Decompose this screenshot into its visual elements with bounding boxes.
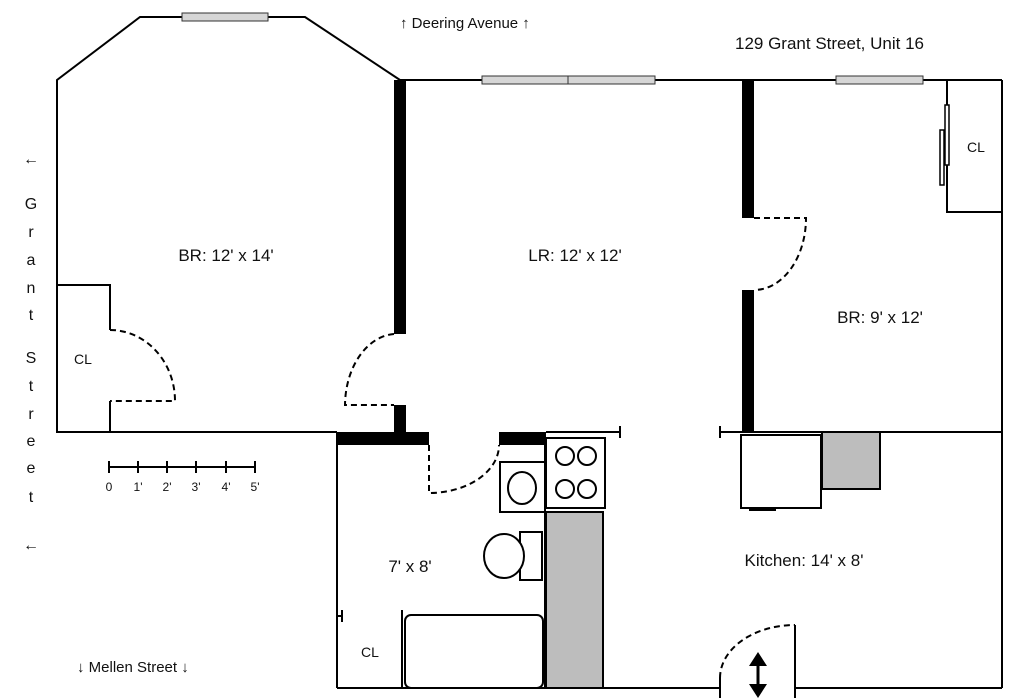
street-left-arrow-top: ← <box>23 151 39 168</box>
outer-walls <box>56 16 1003 698</box>
street-left-letter: t <box>29 489 34 506</box>
burner-2 <box>577 446 597 466</box>
street-left: ← G r a n t S t r e e t ← <box>23 151 39 554</box>
room-label-kitchen: Kitchen: 14' x 8' <box>745 551 864 570</box>
street-left-letter: t <box>29 307 34 324</box>
door-left-closet <box>109 329 177 402</box>
street-left-letter: e <box>27 433 36 450</box>
street-bottom: ↓ Mellen Street ↓ <box>77 659 189 676</box>
scale-label-2: 2' <box>163 480 172 494</box>
door-entry <box>719 624 796 679</box>
door-lr-bedroom-left <box>343 333 395 406</box>
left-bedroom-outline <box>56 16 401 433</box>
closet-door-panel-1 <box>939 129 945 186</box>
left-closet-wall <box>57 284 111 330</box>
toilet-bowl <box>483 533 525 579</box>
door-right-bedroom <box>753 217 808 291</box>
scale-label-5: 5' <box>251 480 260 494</box>
closet-label-right: CL <box>967 139 985 155</box>
window-left-bedroom <box>181 12 269 22</box>
wall-bath-north-left <box>337 432 429 445</box>
closet-sliding-door <box>939 104 950 186</box>
room-label-bathroom: 7' x 8' <box>388 557 431 576</box>
wall-br-lr-upper <box>394 80 406 334</box>
windows <box>181 12 924 85</box>
stove <box>545 437 606 509</box>
street-left-letter: e <box>27 460 36 477</box>
kitchen-counter-left <box>545 511 604 689</box>
closet-label-left: CL <box>74 351 92 367</box>
closet-door-panel-2 <box>944 104 950 166</box>
street-left-letter: S <box>26 350 37 367</box>
street-top: ↑ Deering Avenue ↑ <box>400 15 530 32</box>
room-label-living-room: LR: 12' x 12' <box>528 246 621 265</box>
room-label-bedroom-left: BR: 12' x 14' <box>178 246 273 265</box>
wall-lr-br-upper <box>742 80 754 218</box>
window-right-bedroom <box>835 75 924 85</box>
street-left-letter: a <box>27 252 36 269</box>
counters <box>545 431 881 689</box>
street-left-letter: r <box>28 224 34 241</box>
kitchen-counter-right <box>821 431 881 490</box>
scale-labels: 0 1' 2' 3' 4' 5' <box>106 480 260 494</box>
room-label-bedroom-right: BR: 9' x 12' <box>837 308 923 327</box>
street-left-letter: r <box>28 406 34 423</box>
entry-arrow-down-icon <box>749 684 767 698</box>
scale-bar <box>108 461 256 473</box>
scale-label-1: 1' <box>134 480 143 494</box>
street-left-arrow-bottom: ← <box>23 537 39 554</box>
burner-3 <box>555 479 575 499</box>
sink-basin <box>507 471 537 505</box>
window-living-room-2 <box>567 75 656 85</box>
wall-lr-br-lower <box>742 290 754 432</box>
street-left-letter: n <box>27 280 36 297</box>
refrigerator-handle <box>749 507 776 511</box>
page-title: 129 Grant Street, Unit 16 <box>735 34 924 53</box>
fixtures <box>404 434 822 689</box>
entry-arrow <box>749 652 767 698</box>
wall-bath-north-right <box>499 432 546 445</box>
scale-label-3: 3' <box>192 480 201 494</box>
closet-label-bath: CL <box>361 644 379 660</box>
interior-walls <box>337 80 754 445</box>
scale-label-4: 4' <box>222 480 231 494</box>
entry-arrow-up-icon <box>749 652 767 666</box>
window-living-room-1 <box>481 75 569 85</box>
interior-thin-walls <box>57 80 1002 688</box>
street-left-letter: t <box>29 378 34 395</box>
doors <box>109 217 808 679</box>
burner-1 <box>555 446 575 466</box>
door-bathroom <box>428 444 500 495</box>
burner-4 <box>577 479 597 499</box>
street-left-letter: G <box>25 196 37 213</box>
scale-label-0: 0 <box>106 480 113 494</box>
bathtub <box>404 614 544 689</box>
refrigerator <box>740 434 822 509</box>
